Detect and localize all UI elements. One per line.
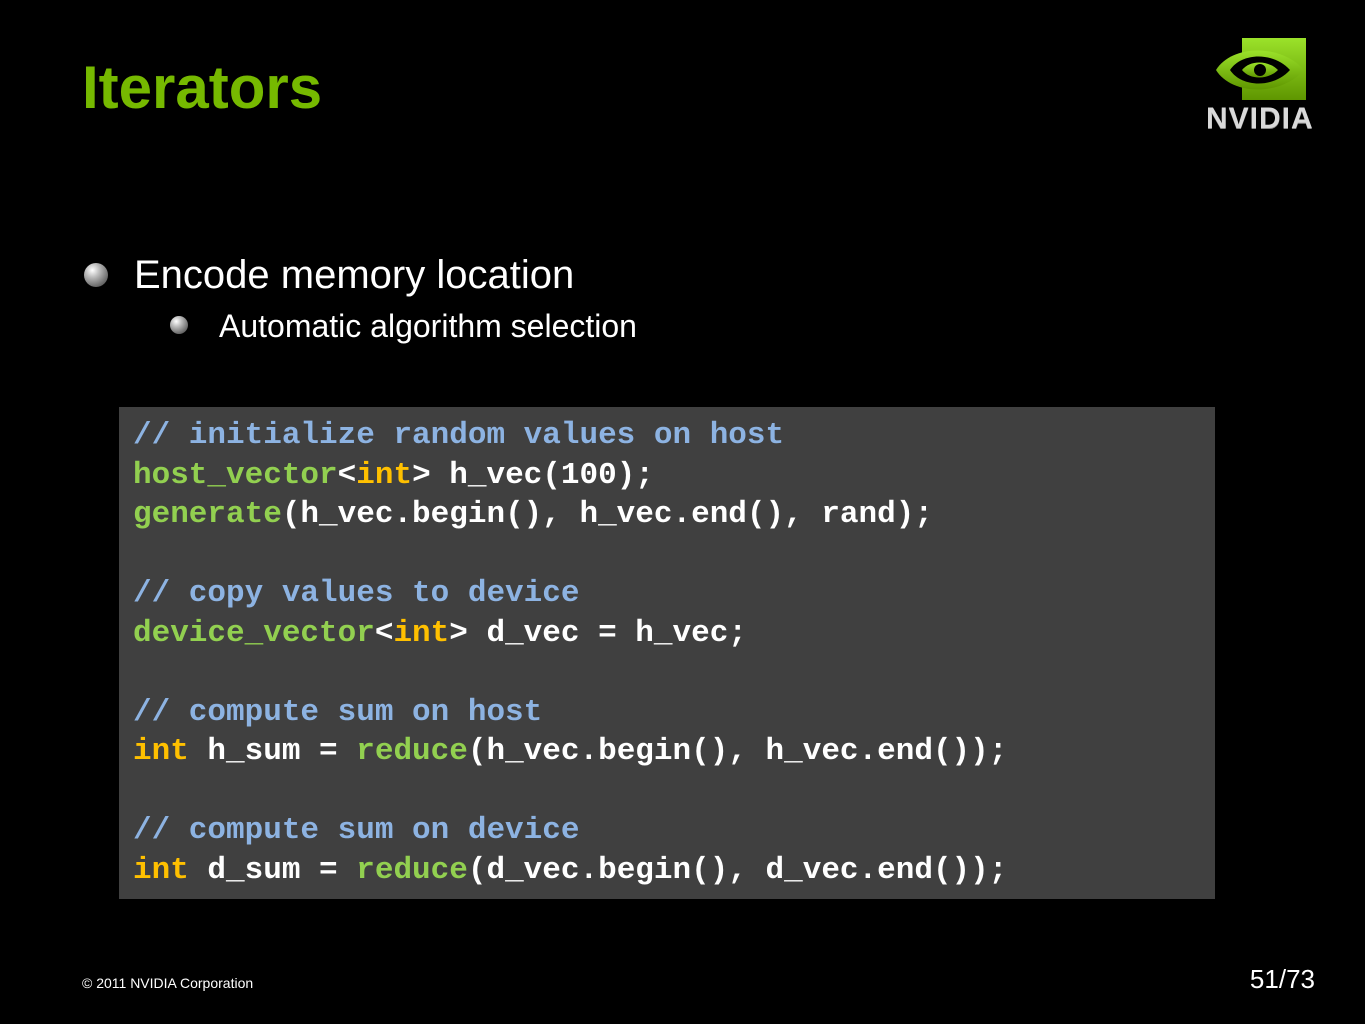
page-number: 51/73 [1249,964,1315,994]
code-keyword: int [393,615,450,651]
nvidia-wordmark: NVIDIA [1206,102,1314,135]
code-line: // copy values to device [133,574,1215,614]
code-comment: // compute sum on device [133,813,580,848]
code-comment: // compute sum on host [133,694,543,730]
copyright-notice: © 2011 NVIDIA Corporation [82,975,254,991]
bullet-sphere-icon [170,316,188,334]
code-line: device_vector<int> d_vec = h_vec; [133,614,1215,654]
code-type: host_vector [133,457,338,493]
bullet-sphere-icon [84,263,108,287]
code-function: generate [133,497,282,532]
code-function: reduce [356,852,468,888]
code-line: // initialize random values on host [133,416,1215,456]
bullet-text: Encode memory location [134,253,575,297]
nvidia-logo: NVIDIA [1200,36,1340,140]
code-line: generate(h_vec.begin(), h_vec.end(), ran… [133,495,1215,535]
bullet-item-level-1: Encode memory location [84,248,637,302]
slide-title: Iterators [82,54,323,121]
code-keyword: int [133,852,189,888]
code-line-blank [133,535,1215,575]
code-keyword: int [356,457,413,493]
code-comment: // initialize random values on host [133,418,785,453]
code-block: // initialize random values on host host… [119,407,1215,899]
code-text: > h_vec(100); [412,457,654,493]
bullet-text: Automatic algorithm selection [219,308,637,344]
code-line: // compute sum on device [133,811,1215,851]
code-comment: // copy values to device [133,576,580,611]
code-line: // compute sum on host [133,693,1215,733]
code-function: reduce [356,734,468,769]
code-line: host_vector<int> h_vec(100); [133,456,1215,496]
bullet-list: Encode memory location Automatic algorit… [84,248,637,346]
code-line: int h_sum = reduce(h_vec.begin(), h_vec.… [133,732,1215,772]
code-text: (d_vec.begin(), d_vec.end()); [467,852,1008,888]
code-type: device_vector [133,615,375,651]
code-line: int d_sum = reduce(d_vec.begin(), d_vec.… [133,851,1215,891]
code-keyword: int [133,734,189,769]
code-line-blank [133,653,1215,693]
code-text: < [337,457,357,493]
bullet-item-level-2: Automatic algorithm selection [84,306,637,346]
code-text: (h_vec.begin(), h_vec.end(), rand); [281,497,933,532]
code-text: < [374,615,394,651]
code-text: d_sum = [188,852,357,888]
code-text: > d_vec = h_vec; [449,615,747,651]
code-text: h_sum = [188,734,357,769]
code-text: (h_vec.begin(), h_vec.end()); [467,734,1008,769]
code-line-blank [133,772,1215,812]
nvidia-eye-icon [1216,38,1306,100]
